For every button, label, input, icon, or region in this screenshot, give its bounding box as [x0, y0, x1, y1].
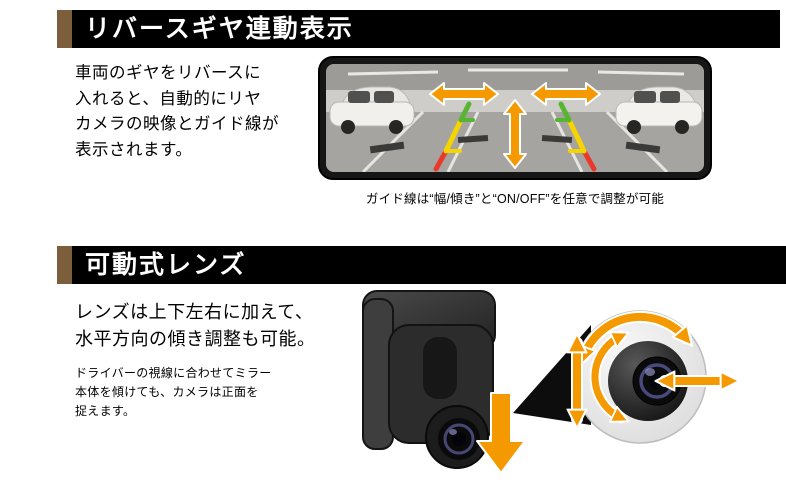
wheel-stoppers — [369, 134, 661, 154]
down-arrow-icon — [476, 392, 526, 474]
note-line-1: ドライバーの視線に合わせてミラー — [75, 366, 272, 380]
reverse-section-title: リバースギヤ連動表示 — [85, 14, 354, 43]
guide-lines — [433, 101, 597, 172]
horizontal-arrow-left-icon — [429, 82, 499, 106]
horizontal-arrow-right-icon — [531, 82, 601, 106]
mirror-display-svg — [318, 56, 712, 180]
lead-line-1: レンズは上下左右に加えて、 — [75, 302, 314, 322]
vertical-arrow-icon — [503, 99, 527, 169]
camera-body-slot — [423, 337, 457, 399]
header-black-bar: 可動式レンズ — [72, 246, 786, 284]
guide-adjust-arrows — [429, 82, 601, 169]
header-accent-bar — [57, 10, 72, 48]
camera-lens — [425, 405, 489, 469]
lens-section-title: 可動式レンズ — [85, 250, 247, 279]
rear-camera-unit — [362, 290, 496, 469]
note-line-3: 捉えます。 — [75, 404, 136, 418]
rotation-arc-arrow-icon — [584, 312, 686, 357]
lead-line-2: 水平方向の傾き調整も可能。 — [75, 329, 316, 349]
header-black-bar: リバースギヤ連動表示 — [72, 10, 780, 48]
camera-unit-svg — [362, 290, 745, 474]
parked-car-right — [615, 86, 703, 134]
ceiling-lights — [347, 68, 685, 76]
note-line-2: 本体を傾けても、カメラは正面を — [75, 385, 259, 399]
body-line-3: カメラの映像とガイド線が — [75, 115, 279, 133]
guide-line-caption: ガイド線は“幅/傾き”と“ON/OFF”を任意で調整が可能 — [365, 192, 665, 206]
body-line-1: 車両のギヤをリバースに — [75, 64, 262, 82]
garage-ceiling — [326, 64, 704, 90]
header-accent-bar — [57, 246, 72, 284]
lens-section-lead: レンズは上下左右に加えて、 水平方向の傾き調整も可能。 — [75, 299, 316, 353]
reverse-section-header: リバースギヤ連動表示 — [57, 10, 780, 48]
body-line-2: 入れると、自動的にリヤ — [75, 89, 262, 108]
mirror-display-figure — [318, 56, 712, 180]
lens-section-header: 可動式レンズ — [57, 246, 786, 284]
reverse-section-body: 車両のギヤをリバースに 入れると、自動的にリヤ カメラの映像とガイド線が 表示さ… — [75, 61, 279, 163]
parked-car-left — [329, 86, 415, 134]
lens-section-note: ドライバーの視線に合わせてミラー 本体を傾けても、カメラは正面を 捉えます。 — [75, 364, 272, 421]
lens-motion-arrows — [577, 310, 730, 419]
body-line-4: 表示されます。 — [75, 140, 193, 159]
rear-camera-scene — [326, 64, 704, 172]
camera-unit-figure — [345, 285, 745, 490]
tilt-arc-arrow-icon — [591, 336, 621, 418]
